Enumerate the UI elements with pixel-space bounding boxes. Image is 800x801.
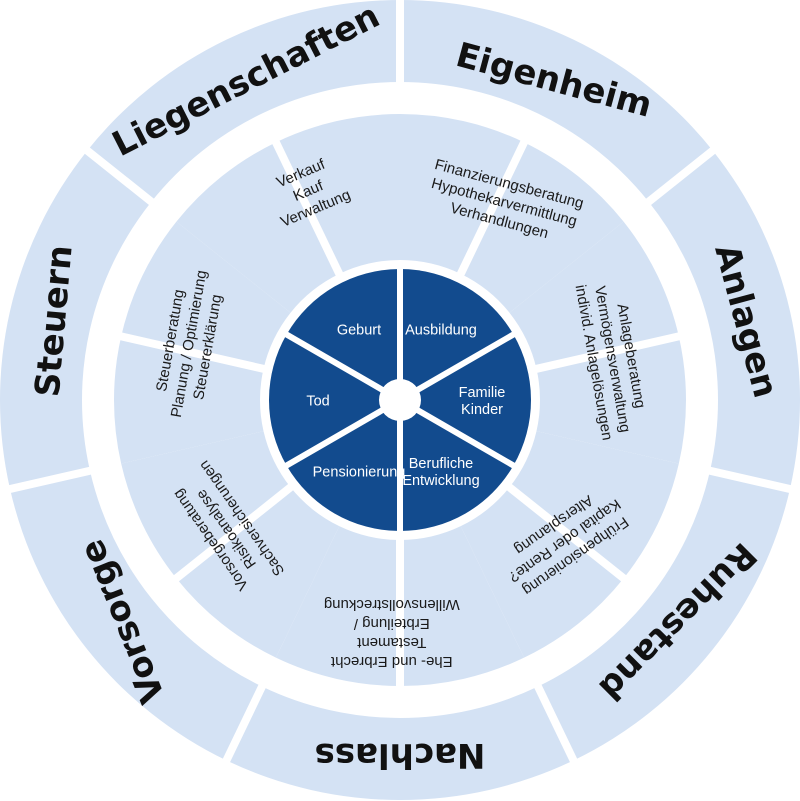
inner-divider — [281, 329, 402, 403]
middle-label-nachlass-line: Erbteilung / — [353, 615, 430, 632]
inner-sector-tod — [269, 334, 400, 466]
outer-divider — [220, 668, 274, 767]
outer-divider — [526, 668, 580, 767]
inner-label-ausbildung: Ausbildung — [405, 323, 477, 339]
middle-divider — [114, 331, 275, 375]
middle-segment-liegenschaften — [176, 114, 400, 313]
inner-label-geburt: Geburt — [337, 323, 381, 339]
middle-divider — [525, 331, 686, 375]
outer-segment-nachlass — [226, 686, 574, 800]
inner-sector-familie — [400, 334, 531, 466]
middle-ring: FinanzierungsberatungHypothekarvermittlu… — [113, 114, 686, 692]
inner-divider — [398, 397, 519, 471]
inner-label-entwicklung-line: Entwicklung — [402, 473, 479, 489]
inner-label-ausbildung-line: Ausbildung — [405, 323, 477, 339]
middle-divider — [452, 135, 531, 285]
inner-label-pensionierung: Pensionierung — [313, 465, 406, 481]
inner-sector-geburt — [286, 269, 400, 400]
middle-label-nachlass-line: Ehe- und Erbrecht — [330, 653, 453, 670]
outer-divider — [4, 462, 109, 495]
middle-label-nachlass: Ehe- und Erbrecht Testament Erbteilung / Wi… — [324, 596, 460, 670]
inner-divider — [281, 397, 402, 471]
inner-label-familie-line: Kinder — [461, 402, 503, 418]
outer-segment-liegenschaften — [87, 0, 401, 202]
middle-segment-steuern — [113, 221, 291, 464]
outer-label-nachlass-line: Nachlass — [315, 735, 486, 775]
inner-label-tod: Tod — [306, 394, 329, 410]
middle-label-nachlass-line: Willensvollstreckung — [324, 596, 460, 613]
middle-segment-eigenheim — [400, 114, 624, 313]
center-hub — [379, 379, 421, 421]
middle-segment-anlagen — [509, 221, 686, 464]
inner-label-pensionierung-line: Pensionierung — [313, 465, 406, 481]
inner-sector-pensionierung — [286, 400, 400, 531]
middle-divider — [169, 477, 301, 586]
middle-label-nachlass-line: Testament — [356, 634, 426, 651]
outer-segment-steuern — [0, 150, 152, 490]
middle-label-steuern: SteuerberatungPlanung / OptimierungSteue… — [149, 266, 229, 423]
inner-sector-entwicklung — [400, 400, 514, 531]
middle-divider — [269, 135, 348, 285]
outer-divider — [691, 462, 796, 495]
outer-segment-anlagen — [648, 150, 800, 490]
inner-label-geburt-line: Geburt — [337, 323, 381, 339]
outer-segment-ruhestand — [537, 470, 790, 761]
inner-sector-ausbildung — [400, 269, 514, 400]
outer-divider — [80, 144, 168, 217]
outer-label-nachlass: Nachlass — [315, 735, 486, 775]
outer-segment-vorsorge — [10, 470, 263, 761]
inner-label-tod-line: Tod — [306, 394, 329, 410]
middle-divider — [499, 477, 631, 586]
outer-segment-eigenheim — [400, 0, 713, 202]
inner-divider — [398, 329, 519, 403]
inner-label-familie-line: Familie — [459, 385, 506, 401]
inner-label-entwicklung-line: Berufliche — [409, 456, 473, 472]
outer-divider — [632, 144, 720, 217]
